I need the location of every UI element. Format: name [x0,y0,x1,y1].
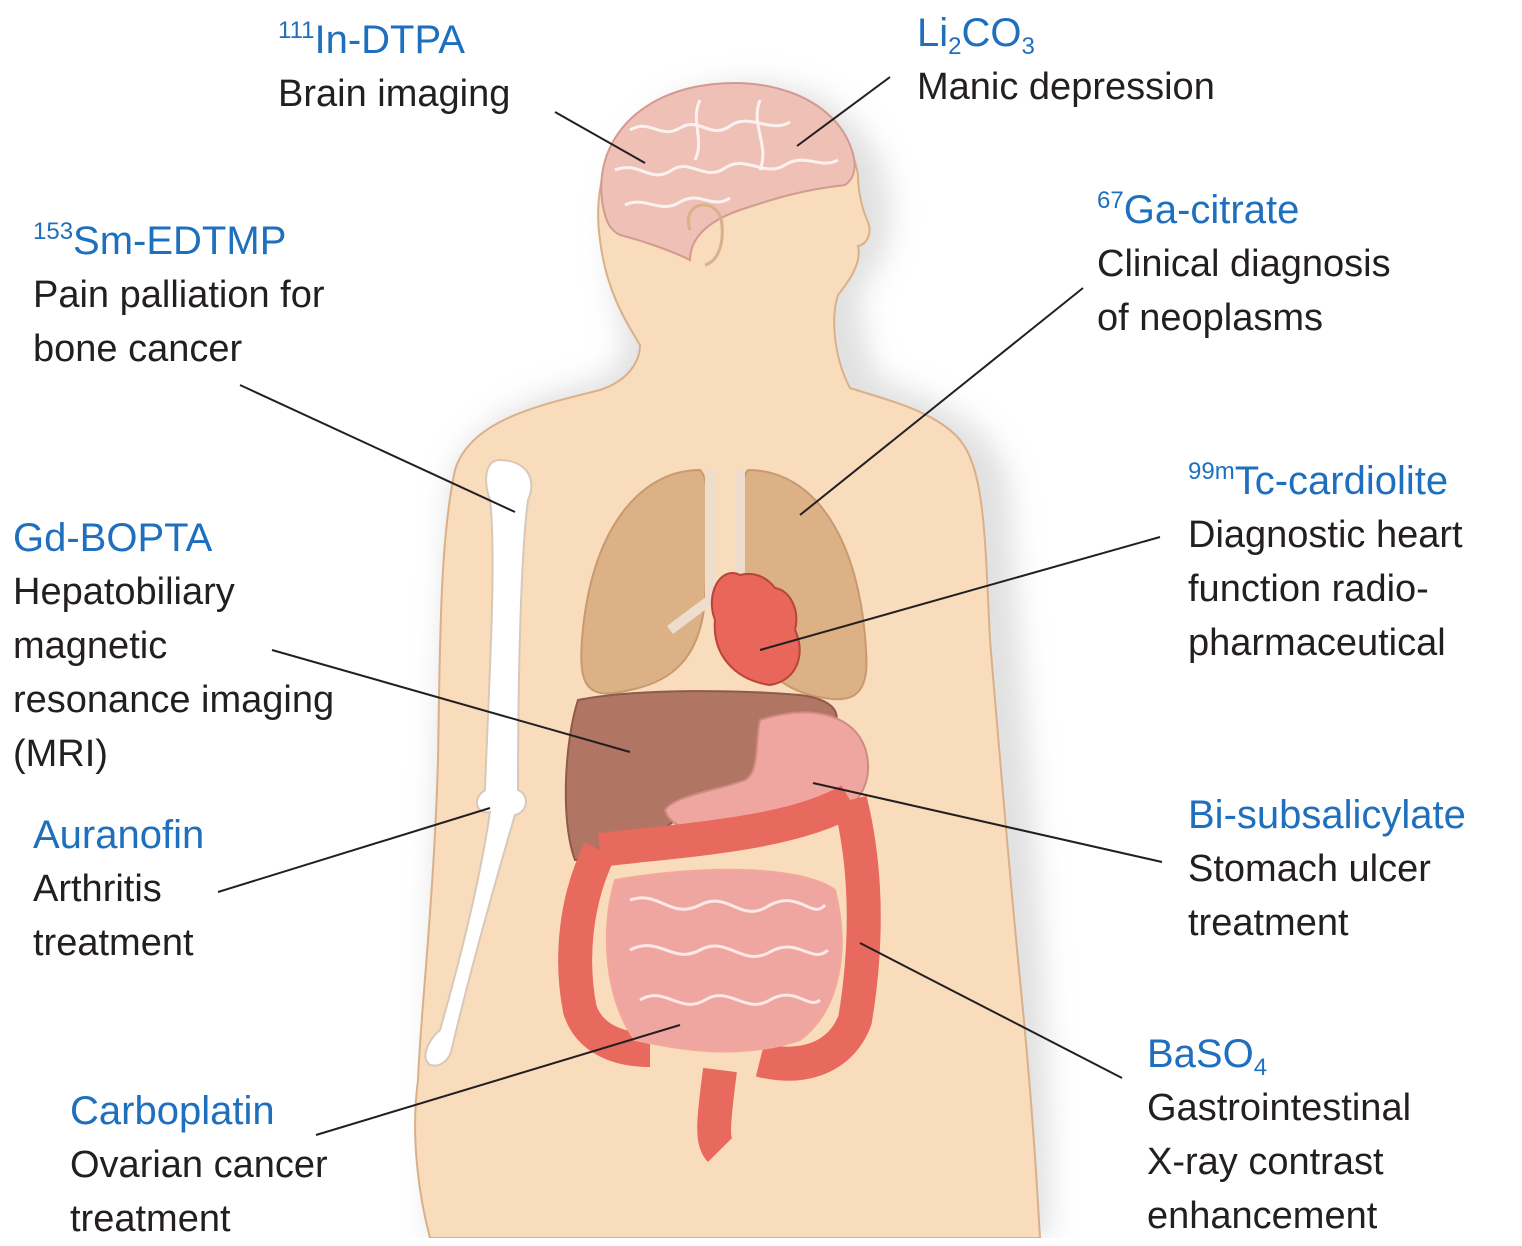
use-text-auranofin: Arthritis treatment [33,862,204,970]
label-gd-bopta: Gd-BOPTA Hepatobiliary magnetic resonanc… [13,511,334,781]
drug-name-bi-subsalicylate: Bi-subsalicylate [1188,788,1466,842]
use-text-sm-edtmp: Pain palliation for bone cancer [33,268,325,376]
use-text-ga-citrate: Clinical diagnosis of neoplasms [1097,237,1391,345]
drug-name-tc-cardiolite: 99mTc-cardiolite [1188,454,1463,508]
use-text-in-dtpa: Brain imaging [278,67,510,121]
use-text-gd-bopta: Hepatobiliary magnetic resonance imaging… [13,565,334,781]
use-text-li2co3: Manic depression [917,60,1215,114]
label-in-dtpa: 111In-DTPA Brain imaging [278,13,510,121]
use-text-baso4: Gastrointestinal X-ray contrast enhancem… [1147,1081,1411,1243]
drug-name-carboplatin: Carboplatin [70,1084,328,1138]
drug-name-gd-bopta: Gd-BOPTA [13,511,334,565]
label-bi-subsalicylate: Bi-subsalicylate Stomach ulcer treatment [1188,788,1466,950]
label-baso4: BaSO4 Gastrointestinal X-ray contrast en… [1147,1027,1411,1243]
drug-name-ga-citrate: 67Ga-citrate [1097,183,1391,237]
label-ga-citrate: 67Ga-citrate Clinical diagnosis of neopl… [1097,183,1391,345]
drug-name-auranofin: Auranofin [33,808,204,862]
drug-name-baso4: BaSO4 [1147,1027,1411,1081]
drug-name-sm-edtmp: 153Sm-EDTMP [33,214,325,268]
label-li2co3: Li2CO3 Manic depression [917,6,1215,114]
label-carboplatin: Carboplatin Ovarian cancer treatment [70,1084,328,1246]
use-text-bi-subsalicylate: Stomach ulcer treatment [1188,842,1466,950]
label-sm-edtmp: 153Sm-EDTMP Pain palliation for bone can… [33,214,325,376]
use-text-tc-cardiolite: Diagnostic heart function radio- pharmac… [1188,508,1463,670]
label-tc-cardiolite: 99mTc-cardiolite Diagnostic heart functi… [1188,454,1463,670]
label-auranofin: Auranofin Arthritis treatment [33,808,204,970]
use-text-carboplatin: Ovarian cancer treatment [70,1138,328,1246]
drug-name-li2co3: Li2CO3 [917,6,1215,60]
drug-name-in-dtpa: 111In-DTPA [278,13,510,67]
